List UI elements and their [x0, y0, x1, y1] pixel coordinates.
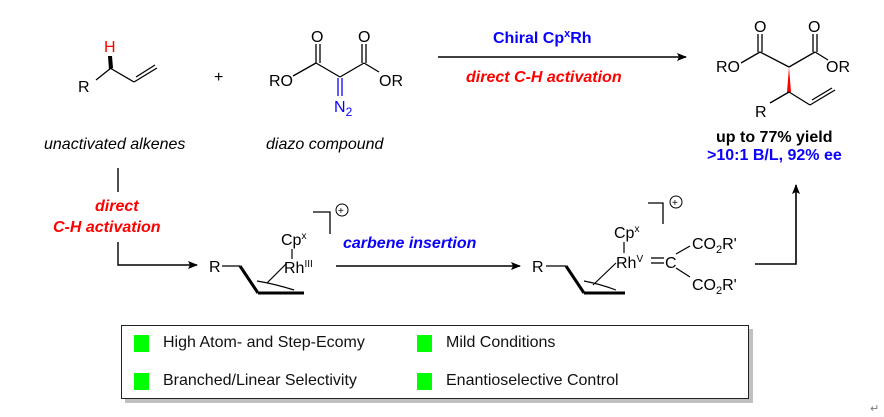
features-box: High Atom- and Step-Ecomy Mild Condition…	[121, 325, 749, 399]
step1-label-line2: C-H activation	[53, 219, 161, 236]
int1-cp-label: Cpx	[281, 231, 306, 249]
diazo-o2: O	[358, 29, 370, 46]
step3-arrow	[755, 184, 800, 265]
green-square-icon	[417, 334, 432, 352]
feature-item: Branched/Linear Selectivity	[134, 372, 357, 390]
catalyst-label: Chiral CpxRh	[493, 28, 592, 47]
product-r-label: R	[755, 104, 767, 121]
diazo-o1: O	[311, 29, 323, 46]
int1-rh-label: RhIII	[284, 259, 313, 277]
diazo-or-label: OR	[379, 73, 403, 90]
int2-cp-label: Cpx	[614, 224, 639, 242]
feature-label: High Atom- and Step-Ecomy	[163, 334, 365, 351]
svg-text:+: +	[672, 198, 678, 209]
selectivity-text: >10:1 B/L, 92% ee	[707, 147, 842, 164]
main-condition-label: direct C-H activation	[466, 69, 622, 86]
positive-charge-icon	[669, 195, 683, 209]
positive-charge-icon	[335, 203, 349, 217]
feature-item: Enantioselective Control	[417, 372, 619, 390]
stereo-wedge-bond	[787, 67, 791, 92]
paragraph-mark-icon: ↵	[870, 402, 880, 415]
alkene-structure: H R	[78, 39, 158, 96]
carbene-c-label: C	[665, 255, 677, 272]
ester-bottom-label: CO2R'	[692, 277, 737, 297]
alkene-caption: unactivated alkenes	[44, 136, 185, 153]
feature-item: Mild Conditions	[417, 334, 555, 352]
rh3-intermediate: R Cpx RhIII +	[209, 203, 349, 295]
int2-r-label: R	[532, 259, 544, 276]
ester-top-label: CO2R'	[692, 236, 737, 256]
feature-label: Branched/Linear Selectivity	[163, 372, 357, 389]
step2-label: carbene insertion	[343, 235, 477, 252]
diazo-n2-label: N2	[334, 99, 353, 119]
int2-rh-label: RhV	[616, 254, 643, 272]
allylic-h-label: H	[104, 39, 116, 56]
product-o2: O	[808, 19, 820, 36]
rh5-carbene-intermediate: R Cpx RhV C CO2R' CO2R' +	[532, 195, 737, 297]
green-square-icon	[134, 334, 149, 352]
feature-label: Mild Conditions	[446, 334, 556, 351]
diazo-caption: diazo compound	[266, 136, 385, 153]
feature-item: High Atom- and Step-Ecomy	[134, 334, 365, 352]
wedge-bond	[108, 56, 113, 70]
diazo-structure: RO O O OR N2	[269, 29, 403, 119]
green-square-icon	[417, 372, 432, 390]
diazo-ro-label: RO	[269, 73, 293, 90]
green-square-icon	[134, 372, 149, 390]
product-structure: RO O O OR R	[716, 19, 850, 121]
plus-sign: +	[214, 69, 223, 86]
svg-text:+: +	[338, 206, 344, 217]
product-o1: O	[754, 19, 766, 36]
step1-label-line1: direct	[95, 198, 139, 215]
step1-arrow	[117, 242, 198, 269]
product-or-label: OR	[826, 59, 850, 76]
alkene-r-label: R	[78, 79, 90, 96]
feature-label: Enantioselective Control	[446, 372, 619, 389]
yield-text: up to 77% yield	[716, 129, 832, 146]
int1-r-label: R	[209, 259, 221, 276]
product-ro-label: RO	[716, 59, 740, 76]
